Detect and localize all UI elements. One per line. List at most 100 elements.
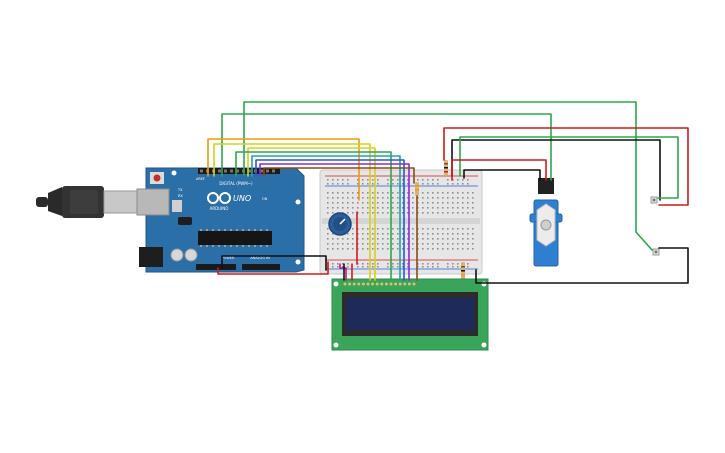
wire-yellow[interactable] [247, 147, 376, 281]
breadboard-hole [422, 263, 424, 265]
breadboard-hole [332, 243, 334, 245]
breadboard-hole [422, 266, 424, 268]
breadboard-hole [452, 243, 454, 245]
wire-yellow[interactable] [213, 143, 371, 281]
usb-connector-metal [103, 190, 139, 214]
breadboard-hole [462, 248, 464, 250]
breadboard-hole [412, 238, 414, 240]
breadboard-hole [467, 179, 469, 181]
breadboard-hole [432, 228, 434, 230]
lcd-pin [361, 282, 365, 286]
breadboard-hole [427, 228, 429, 230]
breadboard-hole [327, 243, 329, 245]
wire-red[interactable] [443, 127, 689, 206]
lcd-mount-hole [333, 342, 339, 348]
breadboard-hole [452, 233, 454, 235]
breadboard-hole [377, 243, 379, 245]
breadboard-hole [327, 197, 329, 199]
wire-black[interactable] [463, 169, 541, 181]
breadboard-hole [447, 248, 449, 250]
wire-red[interactable] [217, 261, 329, 275]
lcd-screen [346, 298, 474, 330]
breadboard-hole [437, 192, 439, 194]
lcd-pin [394, 282, 398, 286]
breadboard-hole [362, 233, 364, 235]
breadboard-hole [362, 248, 364, 250]
resistor-2[interactable] [415, 182, 419, 196]
breadboard-hole [387, 263, 389, 265]
wire-red[interactable] [451, 159, 547, 181]
breadboard-hole [377, 238, 379, 240]
wire-green[interactable] [243, 101, 653, 251]
breadboard-hole [382, 207, 384, 209]
resistor-1[interactable] [444, 160, 448, 176]
wire-green[interactable] [221, 113, 552, 181]
breadboard-hole [337, 183, 339, 185]
breadboard-hole [362, 207, 364, 209]
breadboard-hole [457, 183, 459, 185]
analog-label: ANALOG IN [250, 256, 270, 260]
breadboard-hole [327, 212, 329, 214]
breadboard-hole [387, 248, 389, 250]
breadboard-hole [442, 192, 444, 194]
breadboard-hole [332, 197, 334, 199]
breadboard-hole [367, 233, 369, 235]
breadboard-hole [342, 243, 344, 245]
breadboard-hole [352, 197, 354, 199]
breadboard-hole [362, 263, 364, 265]
wire-black[interactable] [221, 255, 327, 271]
wire-blue[interactable] [255, 159, 405, 281]
wire-magenta[interactable] [339, 263, 347, 281]
usb-cable-end [36, 197, 48, 207]
mounting-hole [171, 170, 177, 176]
breadboard-hole [472, 202, 474, 204]
wire-orange[interactable] [207, 138, 360, 201]
breadboard-hole [392, 248, 394, 250]
wire-black[interactable] [475, 247, 689, 284]
pushbutton-1[interactable] [650, 196, 658, 204]
power-header [196, 264, 236, 270]
breadboard-hole [387, 243, 389, 245]
breadboard-hole [392, 179, 394, 181]
breadboard-hole [352, 248, 354, 250]
reset-button-cap [153, 174, 161, 182]
breadboard-hole [347, 248, 349, 250]
breadboard-hole [372, 243, 374, 245]
breadboard-hole [437, 243, 439, 245]
breadboard-hole [407, 266, 409, 268]
resistor-3[interactable] [461, 262, 465, 280]
breadboard-hole [432, 233, 434, 235]
breadboard-hole [427, 179, 429, 181]
breadboard-hole [377, 192, 379, 194]
lcd-display[interactable] [331, 278, 489, 351]
breadboard-hole [372, 248, 374, 250]
breadboard-hole [422, 212, 424, 214]
breadboard-hole [397, 192, 399, 194]
breadboard-hole [462, 212, 464, 214]
breadboard-hole [462, 202, 464, 204]
breadboard-hole [432, 202, 434, 204]
breadboard-hole [407, 228, 409, 230]
wire-purple[interactable] [259, 163, 410, 281]
breadboard-hole [462, 233, 464, 235]
pushbutton-2[interactable] [652, 248, 660, 256]
wire-black[interactable] [451, 139, 661, 201]
servo-motor[interactable] [529, 178, 563, 267]
wire-brown[interactable] [263, 167, 415, 184]
wire-teal[interactable] [251, 155, 401, 281]
breadboard-hole [372, 233, 374, 235]
breadboard-hole [402, 238, 404, 240]
usb-cable[interactable] [36, 186, 139, 218]
breadboard-hole [412, 202, 414, 204]
breadboard-hole [427, 192, 429, 194]
wire-green[interactable] [459, 136, 679, 199]
breadboard-hole [427, 207, 429, 209]
breadboard-hole [432, 179, 434, 181]
potentiometer[interactable] [328, 212, 352, 236]
breadboard-hole [427, 266, 429, 268]
breadboard-hole [472, 212, 474, 214]
arduino-uno-board[interactable]: DIGITAL (PWM~) AREF TX RX ON UNO ARDUINO [136, 167, 305, 273]
wire-green[interactable] [235, 151, 392, 281]
breadboard-hole [337, 207, 339, 209]
